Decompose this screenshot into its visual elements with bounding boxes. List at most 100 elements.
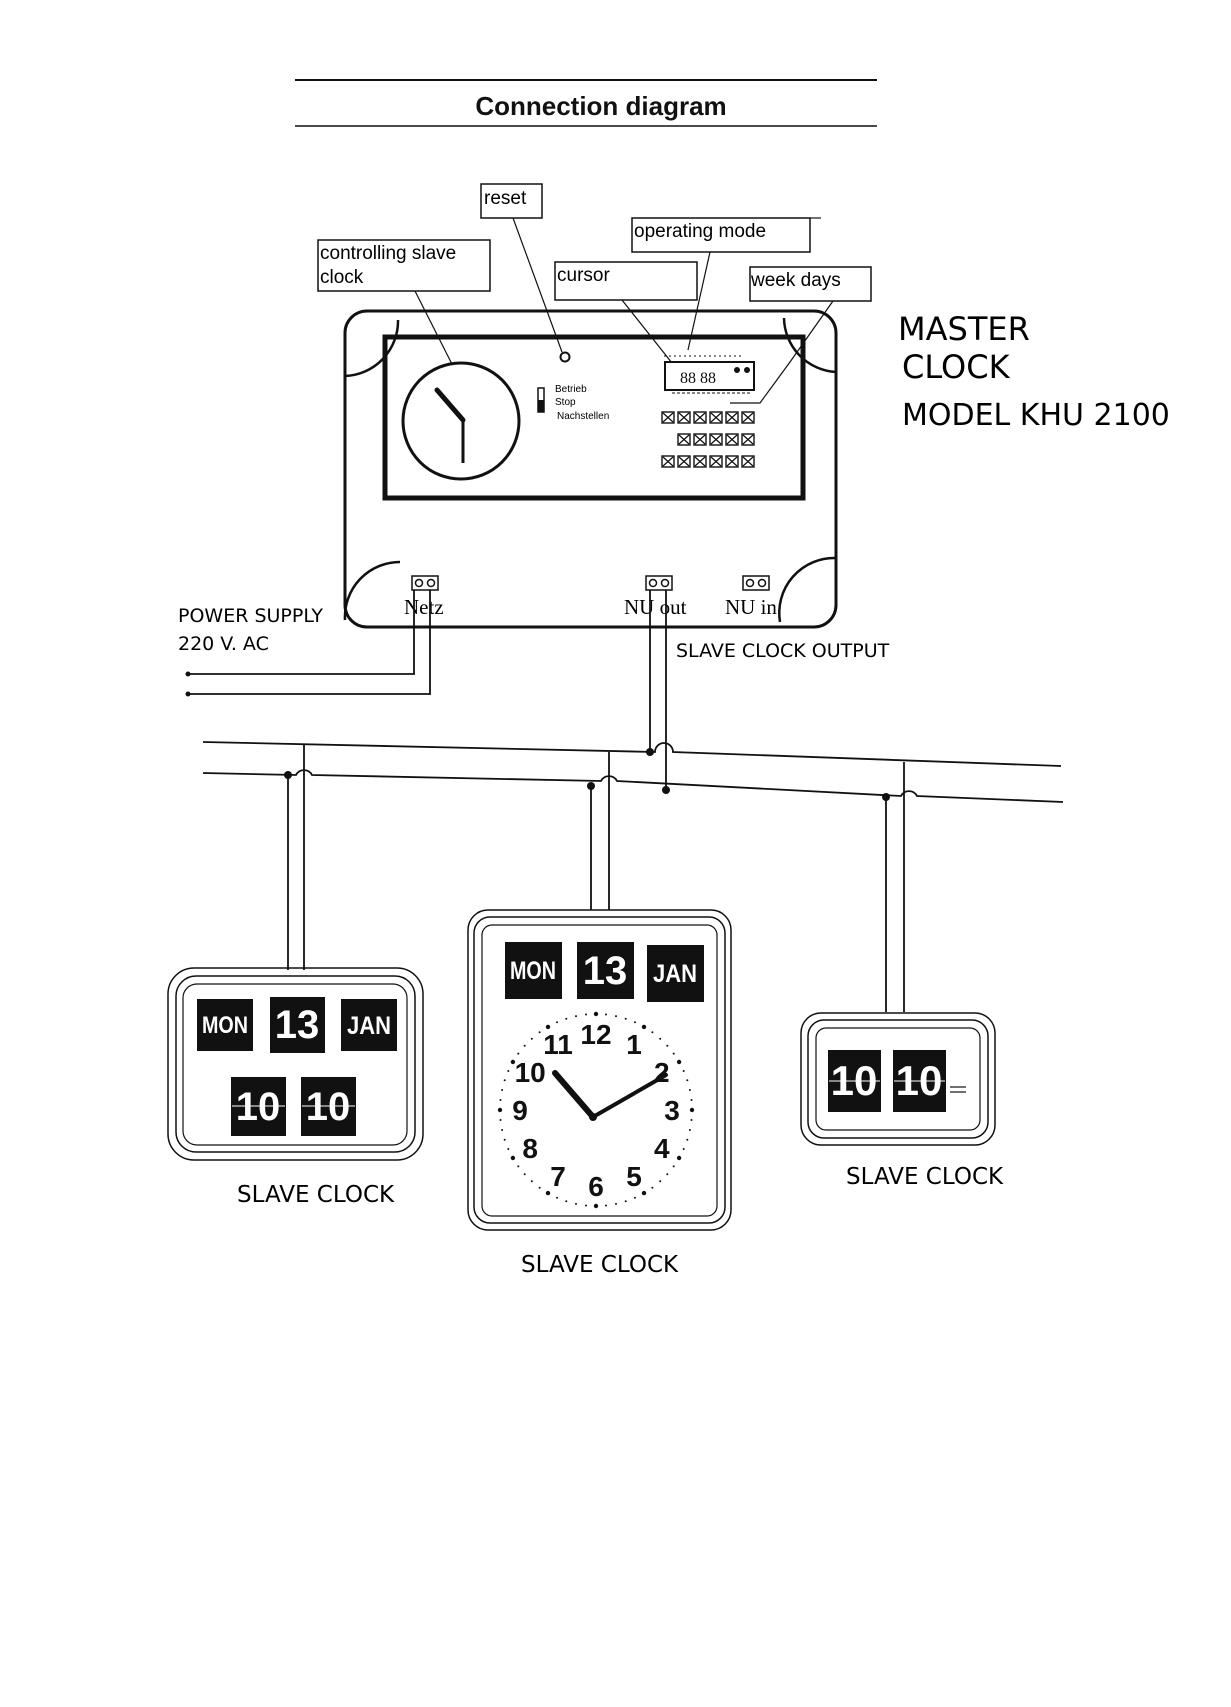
keypad-button[interactable]: [741, 411, 755, 424]
dial-tick: [556, 1021, 558, 1024]
dial-tick: [682, 1148, 685, 1150]
dial-numeral: 12: [580, 1019, 611, 1050]
dial-numeral: 9: [512, 1095, 528, 1126]
right-slave-label: SLAVE CLOCK: [846, 1164, 1004, 1190]
center-slave-label: SLAVE CLOCK: [521, 1252, 679, 1278]
keypad-button[interactable]: [661, 455, 675, 468]
dial-numeral: 1: [626, 1029, 642, 1060]
dial-tick: [615, 1202, 617, 1205]
dial-tick: [565, 1200, 568, 1203]
dial-tick: [688, 1089, 691, 1091]
dial-numeral: 5: [626, 1161, 642, 1192]
switch-label-stop: Stop: [555, 397, 576, 408]
dial-tick: [624, 1017, 627, 1020]
page-title: Connection diagram: [475, 91, 726, 121]
power-label-line1: POWER SUPPLY: [178, 605, 323, 627]
reset-button[interactable]: [559, 351, 571, 363]
keypad-button[interactable]: [661, 411, 675, 424]
dial-tick: [624, 1200, 627, 1203]
dial-tick: [634, 1021, 636, 1024]
dial-tick: [676, 1155, 682, 1161]
dial-numeral: 2: [654, 1057, 670, 1088]
center-day: MON: [510, 957, 556, 985]
master-label-line3: MODEL KHU 2100: [902, 398, 1170, 433]
dial-tick: [530, 1037, 533, 1040]
title-block: Connection diagram: [295, 79, 877, 127]
dial-numeral: 4: [654, 1133, 670, 1164]
dial-tick: [641, 1024, 647, 1030]
dial-tick: [507, 1148, 510, 1150]
master-clock-label: MASTER CLOCK MODEL KHU 2100: [898, 310, 1170, 433]
dial-tick: [634, 1196, 636, 1199]
left-date: 13: [275, 1003, 320, 1047]
dial-tick: [545, 1190, 551, 1196]
keypad-button[interactable]: [741, 455, 755, 468]
dial-tick: [545, 1024, 551, 1030]
keypad-button[interactable]: [741, 433, 755, 446]
dial-tick: [593, 1011, 599, 1017]
callout-reset-text: reset: [484, 188, 527, 209]
master-clock-unit: [343, 309, 838, 629]
dial-tick: [615, 1015, 617, 1018]
terminal-netz-label: Netz: [404, 595, 444, 619]
keypad-button[interactable]: [693, 433, 707, 446]
keypad-button[interactable]: [677, 455, 691, 468]
wiring-bus: [202, 590, 1064, 1012]
callout-controlling-text-1: controlling slave: [320, 243, 456, 264]
keypad-button[interactable]: [677, 433, 691, 446]
dial-tick: [666, 1044, 669, 1047]
dial-tick: [651, 1186, 654, 1189]
center-date: 13: [583, 949, 628, 993]
dial-tick: [686, 1138, 689, 1141]
master-lcd-display: 88 88: [664, 355, 755, 394]
master-keypad[interactable]: [661, 411, 755, 468]
dial-tick: [517, 1165, 520, 1168]
dial-tick: [689, 1107, 695, 1113]
master-analog-clock: [401, 361, 521, 481]
dial-numeral: 8: [522, 1133, 538, 1164]
terminal-nu-in-label: NU in: [725, 595, 777, 619]
keypad-button[interactable]: [709, 433, 723, 446]
keypad-button[interactable]: [677, 411, 691, 424]
dial-numeral: 11: [543, 1029, 573, 1060]
keypad-button[interactable]: [709, 455, 723, 468]
dial-tick: [659, 1037, 662, 1040]
terminal-nu-out: NU out: [624, 575, 687, 619]
dial-tick: [556, 1196, 558, 1199]
dial-tick: [672, 1052, 675, 1055]
dial-tick: [501, 1129, 504, 1131]
slave-clock-right: 10 10 SLAVE CLOCK: [800, 1012, 1004, 1190]
dial-tick: [676, 1059, 682, 1065]
left-minute: 10: [306, 1085, 351, 1129]
dial-tick: [530, 1180, 533, 1183]
dial-tick: [523, 1173, 526, 1176]
switch-label-nachstellen: Nachstellen: [557, 411, 609, 422]
terminal-netz: Netz: [404, 575, 444, 619]
keypad-button[interactable]: [693, 455, 707, 468]
dial-tick: [501, 1089, 504, 1091]
dial-tick: [686, 1079, 689, 1082]
dial-numeral: 7: [550, 1161, 566, 1192]
keypad-button[interactable]: [725, 433, 739, 446]
dial-tick: [585, 1013, 587, 1016]
dial-tick: [499, 1099, 502, 1101]
slave-output-label: SLAVE CLOCK OUTPUT: [676, 640, 890, 662]
keypad-button[interactable]: [725, 455, 739, 468]
dial-tick: [565, 1017, 568, 1020]
dial-tick: [510, 1155, 516, 1161]
dial-tick: [510, 1059, 516, 1065]
dial-tick: [503, 1138, 506, 1141]
mode-switch[interactable]: Betrieb Stop Nachstellen: [537, 384, 609, 422]
terminal-nu-out-label: NU out: [624, 595, 687, 619]
callout-cursor-text: cursor: [557, 265, 610, 286]
keypad-button[interactable]: [709, 411, 723, 424]
dial-tick: [593, 1203, 599, 1209]
dial-tick: [517, 1052, 520, 1055]
callout-week-days: week days: [730, 266, 872, 404]
keypad-button[interactable]: [693, 411, 707, 424]
dial-tick: [575, 1202, 577, 1205]
dial-tick: [666, 1173, 669, 1176]
keypad-button[interactable]: [725, 411, 739, 424]
